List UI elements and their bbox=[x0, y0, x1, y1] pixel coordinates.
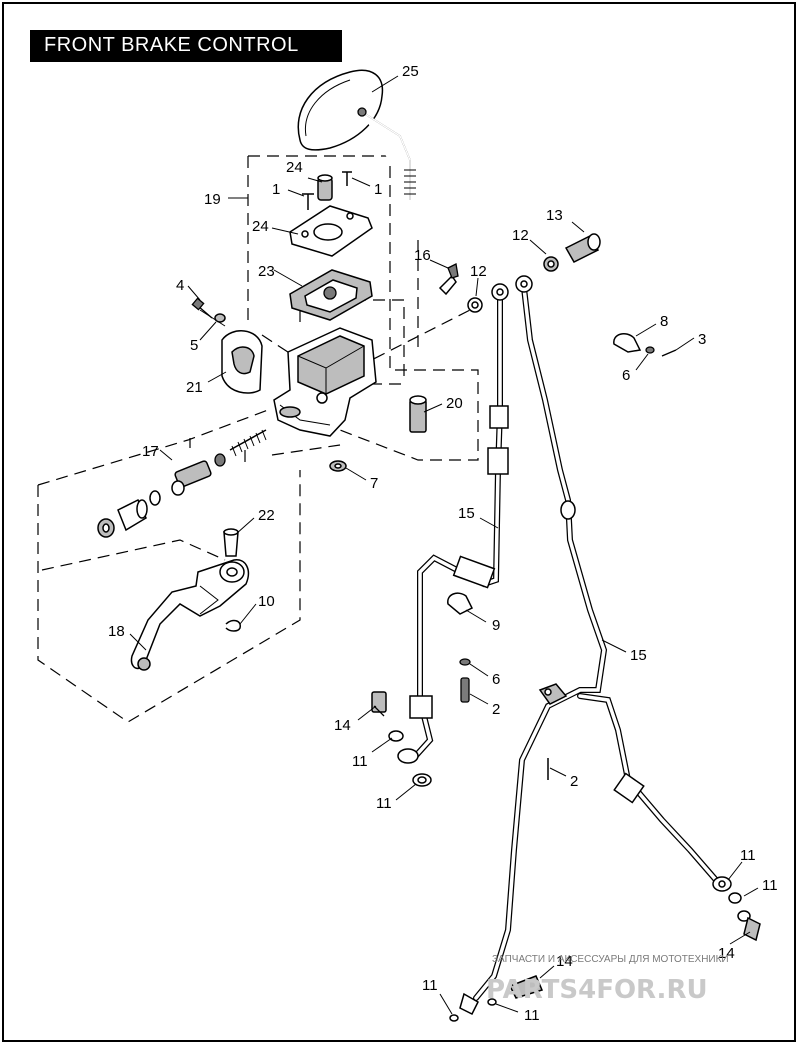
watermark: ЗАПЧАСТИ И АКСЕССУАРЫ ДЛЯ МОТОТЕХНИКИ PA… bbox=[486, 954, 729, 1005]
callout-20: 20 bbox=[446, 395, 463, 412]
callout-11-right-lower: 11 bbox=[762, 877, 778, 894]
callout-14-left: 14 bbox=[334, 717, 351, 734]
callout-17: 17 bbox=[142, 443, 159, 460]
callout-10: 10 bbox=[258, 593, 275, 610]
callout-2-mid: 2 bbox=[492, 701, 500, 718]
brake-lever bbox=[130, 528, 250, 671]
callout-8: 8 bbox=[660, 313, 668, 330]
callout-25: 25 bbox=[402, 63, 419, 80]
callout-24-cover: 24 bbox=[252, 218, 269, 235]
callout-5: 5 bbox=[190, 337, 198, 354]
callout-14-right: 14 bbox=[718, 945, 735, 962]
callout-11-bottom-right: 11 bbox=[524, 1007, 540, 1024]
title-bar: FRONT BRAKE CONTROL bbox=[30, 30, 342, 62]
page-title: FRONT BRAKE CONTROL bbox=[44, 34, 299, 56]
callout-11-bottom-left: 11 bbox=[422, 977, 438, 994]
callout-11-right-upper: 11 bbox=[740, 847, 756, 864]
leader-lines bbox=[129, 75, 759, 1015]
watermark-logo: PARTS4FOR.RU bbox=[486, 975, 708, 1005]
callout-7: 7 bbox=[370, 475, 378, 492]
callout-24-top: 24 bbox=[286, 159, 303, 176]
callout-11-left-upper: 11 bbox=[352, 753, 368, 770]
callout-13: 13 bbox=[546, 207, 563, 224]
callout-9: 9 bbox=[492, 617, 500, 634]
callout-22: 22 bbox=[258, 507, 275, 524]
callout-16: 16 bbox=[414, 247, 431, 264]
mirror bbox=[297, 69, 416, 200]
callout-21: 21 bbox=[186, 379, 203, 396]
callout-6-mid: 6 bbox=[492, 671, 500, 688]
callout-12-right: 12 bbox=[512, 227, 529, 244]
reservoir-cover-parts bbox=[289, 171, 373, 321]
callout-12-left: 12 bbox=[470, 263, 487, 280]
callout-15-lower: 15 bbox=[630, 647, 647, 664]
callout-19: 19 bbox=[204, 191, 221, 208]
callout-2-lower: 2 bbox=[570, 773, 578, 790]
callout-23: 23 bbox=[258, 263, 275, 280]
callout-18: 18 bbox=[108, 623, 125, 640]
master-cylinder-body bbox=[191, 263, 483, 472]
callout-4: 4 bbox=[176, 277, 184, 294]
callout-1-left: 1 bbox=[272, 181, 280, 198]
piston-kit bbox=[97, 429, 267, 538]
callout-numbers: 25 24 1 1 19 24 16 13 12 12 23 4 8 3 5 6… bbox=[108, 63, 778, 1024]
brake-hoses bbox=[397, 275, 732, 1016]
callout-14-bottom: 14 bbox=[556, 953, 573, 970]
watermark-tagline: ЗАПЧАСТИ И АКСЕССУАРЫ ДЛЯ МОТОТЕХНИКИ bbox=[492, 954, 729, 965]
small-hardware bbox=[371, 233, 761, 1022]
callout-6-top: 6 bbox=[622, 367, 630, 384]
callout-15-upper: 15 bbox=[458, 505, 475, 522]
callout-11-left-lower: 11 bbox=[376, 795, 392, 812]
callout-3: 3 bbox=[698, 331, 706, 348]
callout-1-right: 1 bbox=[374, 181, 382, 198]
